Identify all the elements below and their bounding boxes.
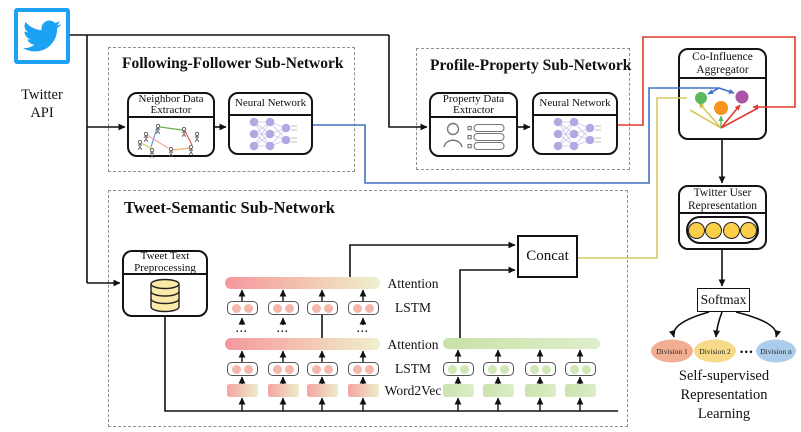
word2vec-label: Word2Vec: [384, 383, 442, 398]
word2vec-cell: [483, 384, 514, 397]
aggregator-title-line2: Aggregator: [696, 63, 749, 76]
aggregator-title-line1: Co-Influence: [692, 51, 753, 63]
tweet-text-preprocessing-title: Tweet Text Preprocessing: [124, 250, 206, 275]
word2vec-cell: [443, 384, 474, 397]
profile-neural-network-box: Neural Network: [532, 92, 618, 155]
profile-neural-network-label: Neural Network: [539, 97, 611, 110]
twitter-api-label-line1: Twitter: [21, 87, 63, 103]
ellipsis: ...: [277, 324, 289, 335]
property-data-extractor-line2: Extractor: [453, 104, 494, 116]
word2vec-cell: [565, 384, 596, 397]
word2vec-cell: [525, 384, 556, 397]
twitter-bird-icon: [23, 20, 61, 52]
representation-title-line2: Representation: [688, 199, 757, 212]
attention-bar-lower: [225, 338, 380, 350]
concat-label: Concat: [526, 248, 569, 264]
division-2-ellipse: [694, 339, 736, 363]
prep-title-line1: Tweet Text: [140, 250, 190, 262]
lstm-cell: [268, 301, 299, 315]
lstm-cell: [348, 301, 379, 315]
lstm-upper-label: LSTM: [394, 300, 431, 315]
attention-bar-upper: [225, 277, 380, 289]
word2vec-cell: [348, 384, 379, 397]
neighbor-data-extractor-line2: Extractor: [150, 104, 192, 116]
lstm-cell: [443, 362, 474, 376]
attention-bar-green: [443, 338, 600, 349]
ellipsis: ...: [236, 324, 248, 335]
lstm-cell: [268, 362, 299, 376]
division-ellipsis: •••: [740, 347, 754, 357]
division-1-label: Division 1: [656, 347, 688, 356]
lstm-cell: [307, 362, 338, 376]
lstm-cell: [227, 362, 258, 376]
representation-title-line1: Twitter User: [693, 187, 752, 199]
lstm-lower-label: LSTM: [394, 361, 431, 376]
lstm-cell: [348, 362, 379, 376]
ellipsis: ...: [357, 324, 369, 335]
ssl-line1: Self-supervised: [678, 368, 770, 384]
division-outputs: Division 1 Division 2 Division n •••: [651, 339, 796, 363]
property-data-extractor-title: Property Data Extractor: [431, 93, 516, 118]
twitter-api-label-line2: API: [30, 105, 54, 121]
word2vec-cell: [307, 384, 338, 397]
representation-unit-4: [739, 221, 757, 239]
attention-upper-label: Attention: [387, 276, 439, 291]
neighbor-data-extractor-title: Neighbor Data Extractor: [129, 92, 213, 118]
neighbor-data-extractor-box: Neighbor Data Extractor: [127, 92, 215, 157]
lstm-cell: [483, 362, 514, 376]
attention-lower-label: Attention: [387, 337, 439, 352]
representation-unit-3: [722, 221, 740, 239]
softmax-box: Softmax: [697, 288, 750, 312]
co-influence-aggregator-title: Co-Influence Aggregator: [680, 50, 765, 79]
property-data-extractor-box: Property Data Extractor: [429, 92, 518, 157]
prep-title-line2: Preprocessing: [134, 261, 196, 274]
twitter-user-representation-title: Twitter User Representation: [680, 187, 765, 214]
following-neural-network-box: Neural Network: [228, 92, 313, 155]
twitter-logo-box: [14, 8, 70, 64]
division-2-label: Division 2: [699, 347, 731, 356]
representation-unit-2: [705, 221, 723, 239]
concat-box: Concat: [517, 235, 578, 278]
tweet-semantic-subnetwork-title: Tweet-Semantic Sub-Network: [124, 198, 335, 217]
representation-unit-1: [688, 221, 706, 239]
lstm-cell: [565, 362, 596, 376]
tweet-semantic-subnetwork-frame: [108, 190, 628, 427]
profile-property-subnetwork-title: Profile-Property Sub-Network: [430, 57, 632, 74]
co-influence-aggregator-box: Co-Influence Aggregator: [678, 48, 767, 140]
following-neural-network-label: Neural Network: [234, 97, 307, 110]
following-neural-network-title: Neural Network: [230, 94, 311, 116]
softmax-label: Softmax: [700, 292, 747, 307]
lstm-cell: [307, 301, 338, 315]
self-supervised-label: Self-supervised Representation Learning: [663, 367, 785, 424]
representation-vector-pill: [686, 216, 759, 244]
following-follower-subnetwork-title: Following-Follower Sub-Network: [122, 55, 344, 72]
profile-neural-network-title: Neural Network: [534, 94, 616, 116]
word2vec-cell: [268, 384, 299, 397]
twitter-api-label: Twitter API: [6, 86, 78, 122]
tweet-text-preprocessing-box: Tweet Text Preprocessing: [122, 250, 208, 317]
ssl-line2: Representation: [680, 387, 768, 403]
neighbor-data-extractor-line1: Neighbor Data: [138, 92, 204, 105]
division-1-ellipse: [651, 339, 693, 363]
division-n-ellipse: [756, 339, 796, 363]
lstm-cell: [525, 362, 556, 376]
division-n-label: Division n: [760, 347, 792, 356]
ssl-line3: Learning: [697, 406, 751, 422]
word2vec-cell: [227, 384, 258, 397]
lstm-cell: [227, 301, 258, 315]
